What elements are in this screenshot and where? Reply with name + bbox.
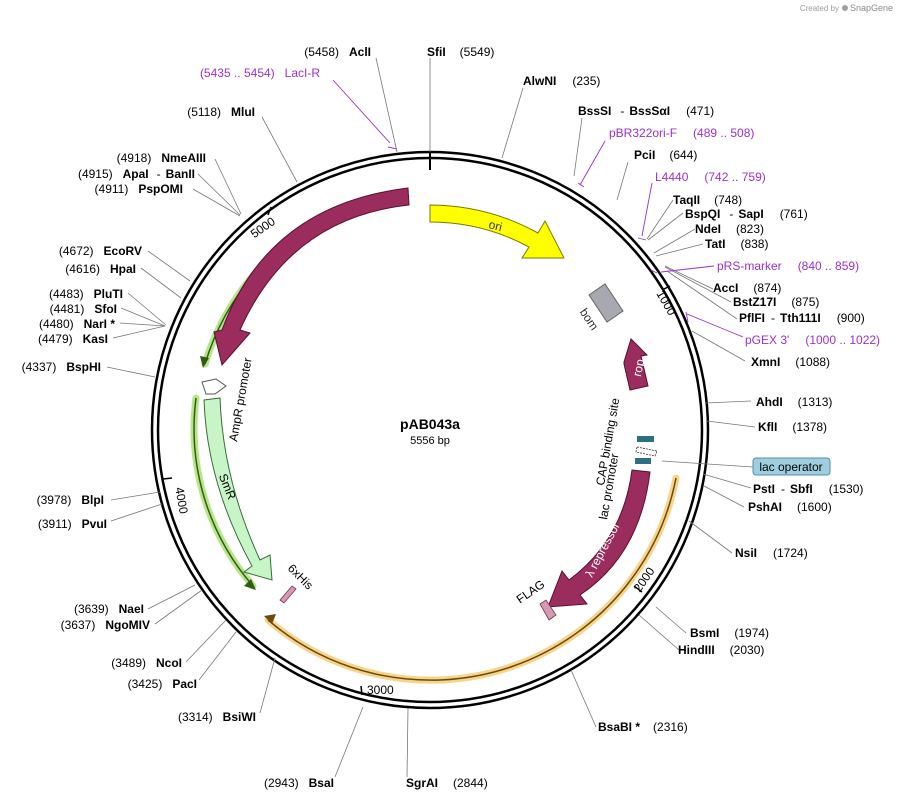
snapgene-logo-icon <box>841 5 848 11</box>
6xhis-label: 6xHis <box>285 561 316 592</box>
ori-label: ori <box>487 217 503 234</box>
enzyme-pluti[interactable]: (4483)PluTI <box>49 287 123 301</box>
enzyme-leader-lines <box>106 57 756 778</box>
lambda-repressor-feature[interactable] <box>547 469 651 608</box>
enzyme-bsphi[interactable]: (4337)BspHI <box>22 360 101 374</box>
orf-arc-gold <box>264 474 680 684</box>
enzyme-hpai[interactable]: (4616)HpaI <box>65 262 136 276</box>
enzyme-kasi[interactable]: (4479)KasI <box>38 332 108 346</box>
enzyme-acci[interactable]: AccI(874) <box>713 281 781 295</box>
enzyme-pflfi[interactable]: PflFI-Tth111I(900) <box>739 311 865 325</box>
bom-label: bom <box>577 306 602 333</box>
enzyme-nari[interactable]: (4480)NarI * <box>39 317 115 331</box>
snapgene-credit: Created by SnapGene <box>800 3 893 13</box>
enzyme-sfoi[interactable]: (4481)SfoI <box>50 302 117 316</box>
flag-feature[interactable] <box>539 599 557 621</box>
enzyme-mlui[interactable]: (5118)MluI <box>187 105 255 119</box>
enzyme-bsai[interactable]: (2943)BsaI <box>264 776 334 790</box>
enzyme-bsmi[interactable]: BsmI(1974) <box>690 626 769 640</box>
enzyme-blpi[interactable]: (3978)BlpI <box>37 493 104 507</box>
enzyme-labels-left: (5458)AclI (2943)BsaI (3314)BsiWI (3425)… <box>22 45 371 790</box>
primer-leader-lines <box>332 79 744 338</box>
enzyme-bsabi[interactable]: BsaBI *(2316) <box>598 720 688 734</box>
primer-laci-r[interactable]: (5435 .. 5454)LacI-R <box>200 66 320 80</box>
lac-promoter-feature[interactable] <box>635 446 658 457</box>
enzyme-psti[interactable]: PstI-SbfI(1530) <box>753 482 863 496</box>
primer-pgex3[interactable]: pGEX 3'(1000 .. 1022) <box>745 333 880 347</box>
lac-operator-feature[interactable] <box>635 458 651 464</box>
plasmid-name: pAB043a <box>400 416 460 432</box>
lac-operator-label: lac operator <box>759 460 822 474</box>
enzyme-ecorv[interactable]: (4672)EcoRV <box>59 244 142 258</box>
laci-feature[interactable] <box>213 187 410 367</box>
enzyme-naei[interactable]: (3639)NaeI <box>74 602 144 616</box>
enzyme-bspqi[interactable]: BspQI-SapI(761) <box>685 207 808 221</box>
primer-l4440[interactable]: L4440(742 .. 759) <box>655 170 766 184</box>
enzyme-nsii[interactable]: NsiI(1724) <box>735 546 808 560</box>
scale-label-3000: 3000 <box>367 683 394 697</box>
enzyme-apai[interactable]: (4915)ApaI-BanII <box>78 167 195 181</box>
enzyme-acli[interactable]: (5458)AclI <box>304 45 371 59</box>
enzyme-hindiii[interactable]: HindIII(2030) <box>678 643 764 657</box>
ampr-promoter-label: AmpR promoter <box>226 357 254 443</box>
smr-feature[interactable] <box>203 397 273 581</box>
lac-operator-callout[interactable]: lac operator <box>661 457 831 476</box>
enzyme-nmeaiii[interactable]: (4918)NmeAIII <box>117 151 206 165</box>
cap-binding-site-feature[interactable] <box>637 436 654 442</box>
enzyme-taqii[interactable]: TaqII(748) <box>673 193 742 207</box>
plasmid-size: 5556 bp <box>410 435 450 447</box>
enzyme-pvui[interactable]: (3911)PvuI <box>38 517 107 531</box>
enzyme-paci[interactable]: (3425)PacI <box>128 677 197 691</box>
enzyme-labels-right: SfiI(5549) AlwNI(235) BssSI-BssSαI(471) … <box>406 45 865 790</box>
enzyme-tati[interactable]: TatI(838) <box>705 237 768 251</box>
enzyme-bstz17i[interactable]: BstZ17I(875) <box>733 295 819 309</box>
bom-feature[interactable] <box>588 283 624 323</box>
enzyme-ahdi[interactable]: AhdI(1313) <box>756 395 832 409</box>
enzyme-alwni[interactable]: AlwNI(235) <box>523 74 600 88</box>
enzyme-ngomiv[interactable]: (3637)NgoMIV <box>61 618 150 632</box>
rop-label: rop <box>630 358 647 378</box>
enzyme-pcii[interactable]: PciI(644) <box>634 148 697 162</box>
scale-label-5000: 5000 <box>248 214 278 241</box>
enzyme-kfli[interactable]: KflI(1378) <box>758 420 827 434</box>
6xhis-feature[interactable] <box>279 585 297 604</box>
scale-label-4000: 4000 <box>172 486 190 515</box>
primer-labels: (5435 .. 5454)LacI-R pBR322ori-F(489 .. … <box>200 66 880 347</box>
credit-prefix: Created by <box>799 4 839 13</box>
enzyme-ndei[interactable]: NdeI(823) <box>695 222 764 236</box>
enzyme-sgrai[interactable]: SgrAI(2844) <box>406 776 488 790</box>
enzyme-ncoi[interactable]: (3489)NcoI <box>111 656 182 670</box>
enzyme-bsiwi[interactable]: (3314)BsiWI <box>178 710 256 724</box>
enzyme-pshai[interactable]: PshAI(1600) <box>748 500 832 514</box>
primer-prs-marker[interactable]: pRS-marker(840 .. 859) <box>717 259 859 273</box>
primer-pbr322ori-f[interactable]: pBR322ori-F(489 .. 508) <box>609 126 754 140</box>
rop-feature[interactable] <box>623 338 649 391</box>
enzyme-xmni[interactable]: XmnI(1088) <box>751 355 830 369</box>
ori-feature[interactable] <box>429 204 565 259</box>
enzyme-sfii[interactable]: SfiI(5549) <box>427 45 494 59</box>
credit-brand: SnapGene <box>849 3 893 13</box>
ampr-promoter-feature[interactable] <box>201 378 227 395</box>
enzyme-pspomi[interactable]: (4911)PspOMI <box>95 182 183 196</box>
enzyme-bsssi[interactable]: BssSI-BssSαI(471) <box>578 104 714 118</box>
